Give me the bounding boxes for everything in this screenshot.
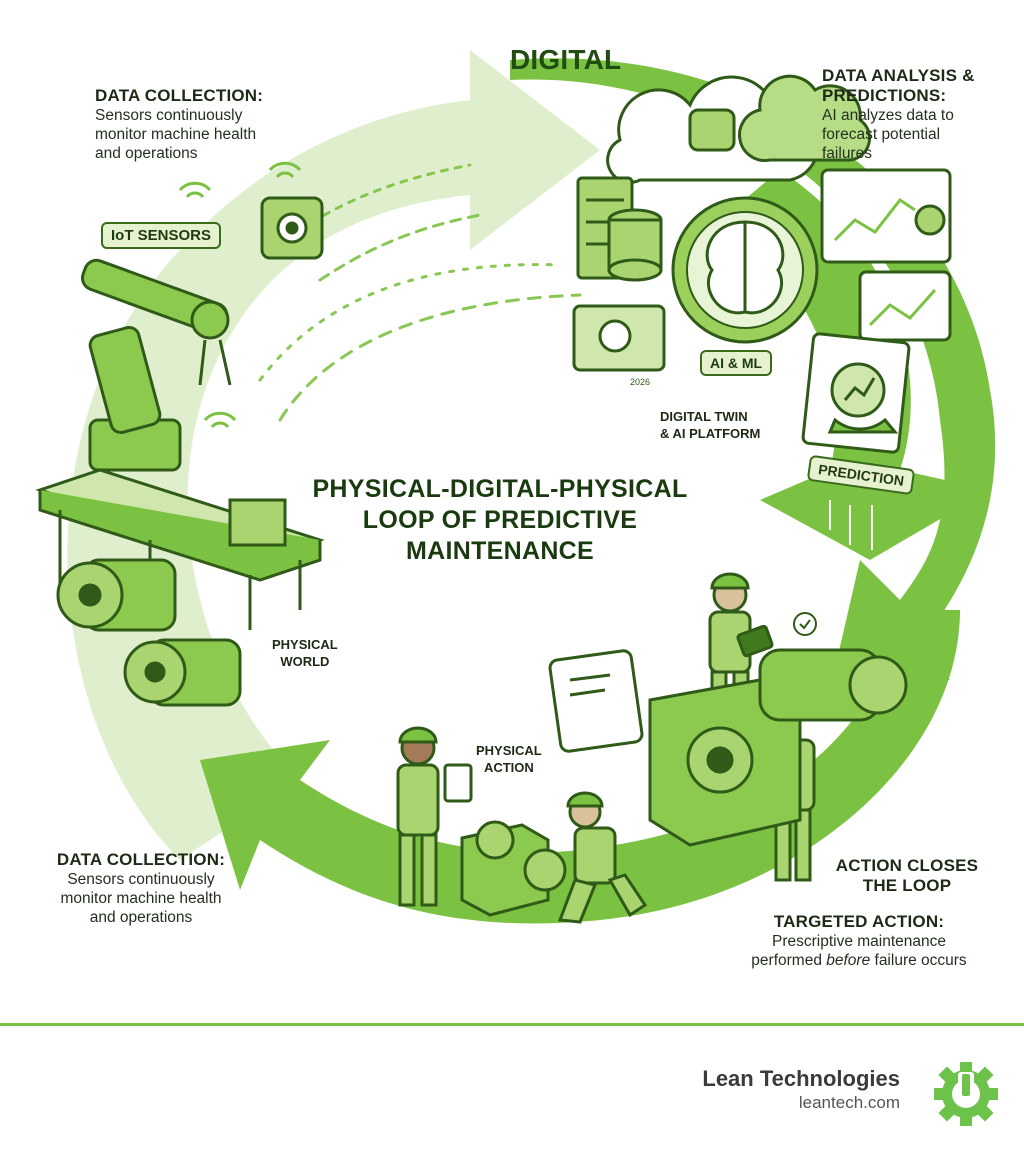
footer-brand-block: Lean Technologies leantech.com (600, 1066, 900, 1113)
closes-loop-label: ACTION CLOSES THE LOOP (832, 856, 982, 896)
bottom-right-callout: TARGETED ACTION: Prescriptive maintenanc… (734, 912, 984, 970)
callout-line: Prescriptive maintenance (771, 933, 947, 950)
wifi-icon (178, 161, 302, 429)
technician-icon (557, 791, 648, 924)
server-icon (576, 176, 663, 282)
title-line: MAINTENANCE (405, 537, 595, 565)
lightbulb-icon (793, 612, 817, 636)
label-line: PHYSICAL (476, 743, 542, 758)
ai-ml-tag: AI & ML (700, 350, 773, 376)
gearbox-icon (460, 820, 567, 917)
label-line: PHYSICAL (272, 637, 338, 652)
prediction-lines (829, 500, 873, 550)
callout-title: DATA COLLECTION: (95, 86, 264, 105)
label-line: ACTION (483, 760, 534, 775)
tablet-icon (548, 649, 644, 753)
gear-logo-icon (934, 1062, 998, 1126)
emphasis-text: before (826, 952, 871, 969)
callout-line: performed before failure occurs (734, 951, 984, 970)
callout-line: monitor machine health (95, 126, 257, 143)
callout-line: failures (822, 145, 872, 162)
action-loop-arc (200, 610, 960, 924)
top-right-callout: DATA ANALYSIS & PREDICTIONS: AI analyzes… (822, 66, 1022, 163)
label-line: & AI PLATFORM (660, 426, 761, 441)
brain-icon (671, 196, 819, 344)
iot-sensors-tag: IoT SENSORS (101, 222, 222, 249)
digital-twin-label: DIGITAL TWIN & AI PLATFORM (660, 408, 760, 442)
prediction-panel-icon (801, 332, 911, 454)
title-line: PHYSICAL-DIGITAL-PHYSICAL (312, 475, 688, 503)
callout-title: PREDICTIONS: (822, 86, 947, 105)
top-left-callout: DATA COLLECTION: Sensors continuously mo… (95, 86, 335, 163)
data-stream (258, 163, 582, 422)
label-line: DIGITAL TWIN (660, 409, 748, 424)
callout-line: Sensors continuously (95, 107, 243, 124)
footer-divider (0, 1023, 1024, 1026)
physical-action-label: PHYSICAL ACTION (476, 742, 542, 776)
text-segment: failure occurs (870, 952, 967, 969)
dashboard-chart-icon (572, 168, 952, 372)
label-line: THE LOOP (862, 876, 952, 895)
screen-year: 2026 (630, 377, 650, 387)
bottom-left-callout: DATA COLLECTION: Sensors continuously mo… (36, 850, 246, 927)
technician-icon (396, 726, 473, 907)
robot-arm-icon (80, 258, 232, 472)
callout-line: and operations (89, 909, 193, 926)
physical-world-label: PHYSICAL WORLD (272, 636, 338, 670)
diagram-title: PHYSICAL-DIGITAL-PHYSICAL LOOP OF PREDIC… (300, 474, 700, 567)
machine-icon (648, 648, 908, 847)
text-segment: performed (751, 952, 827, 969)
callout-title: DATA ANALYSIS & (822, 66, 975, 85)
callout-line: Sensors continuously (67, 871, 215, 888)
callout-line: monitor machine health (60, 890, 222, 907)
title-line: LOOP OF PREDICTIVE (362, 506, 638, 534)
cloud-small-icon (738, 74, 871, 162)
callout-line: and operations (95, 145, 198, 162)
label-line: WORLD (280, 654, 330, 669)
brand-name: Lean Technologies (702, 1066, 900, 1091)
callout-line: forecast potential (822, 126, 941, 143)
brand-url: leantech.com (798, 1093, 900, 1112)
conveyor-icon (35, 468, 325, 630)
loop-illustration: 2026 (35, 50, 996, 924)
callout-line: AI analyzes data to (822, 107, 954, 124)
digital-section-label: DIGITAL (510, 44, 622, 75)
motor-icon (56, 558, 242, 707)
iot-sensor-icon (260, 196, 324, 260)
callout-title: DATA COLLECTION: (56, 850, 226, 869)
callout-title: TARGETED ACTION: (773, 912, 945, 931)
label-line: ACTION CLOSES (835, 856, 979, 875)
